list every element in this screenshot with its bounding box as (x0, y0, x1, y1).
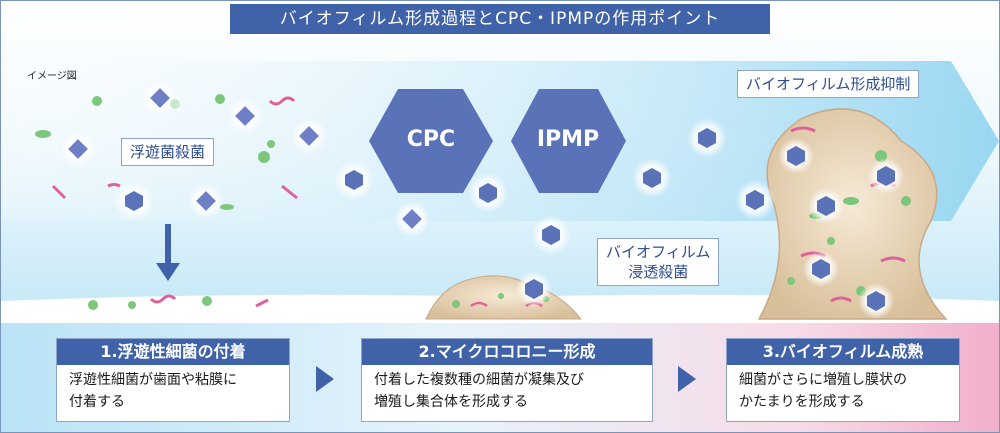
step-1-line2: 付着する (69, 394, 125, 410)
step-card-1: 1.浮遊性細菌の付着 浮遊性細菌が歯面や粘膜に 付着する (56, 338, 290, 422)
step-card-3: 3.バイオフィルム成熟 細菌がさらに増殖し膜状の かたまりを形成する (726, 338, 960, 422)
planktonic-kill-label: 浮遊菌殺菌 (121, 138, 215, 166)
ipmp-label: IPMP (537, 127, 599, 152)
down-arrow (156, 224, 180, 281)
step-1-line1: 浮遊性細菌が歯面や粘膜に (69, 372, 237, 388)
image-note: イメージ図 (27, 71, 77, 82)
step-arrow-1 (316, 366, 334, 392)
step-3-title: 3.バイオフィルム成熟 (727, 339, 959, 365)
step-1-title: 1.浮遊性細菌の付着 (57, 339, 289, 365)
step-card-2: 2.マイクロコロニー形成 付着した複数種の細菌が凝集及び 増殖し集合体を形成する (361, 338, 653, 422)
biofilm-penetrate-line1: バイオフィルム (606, 243, 711, 261)
biofilm-penetrate-line2: 浸透殺菌 (628, 263, 689, 281)
ipmp-hexagon (511, 89, 626, 193)
step-3-line1: 細菌がさらに増殖し膜状の (739, 372, 907, 388)
biofilm-penetrate-label: バイオフィルム 浸透殺菌 (597, 238, 720, 286)
biofilm-inhibit-label: バイオフィルム形成抑制 (737, 70, 920, 98)
step-3-desc: 細菌がさらに増殖し膜状の かたまりを形成する (727, 365, 959, 417)
step-1-desc: 浮遊性細菌が歯面や粘膜に 付着する (57, 365, 289, 417)
step-2-line2: 増殖し集合体を形成する (374, 394, 528, 410)
step-2-title: 2.マイクロコロニー形成 (362, 339, 652, 365)
step-3-line2: かたまりを形成する (739, 394, 865, 410)
diagram-title: バイオフィルム形成過程とCPC・IPMPの作用ポイント (230, 4, 770, 34)
step-2-line1: 付着した複数種の細菌が凝集及び (374, 372, 584, 388)
planktonic-bacteria (35, 94, 298, 310)
cpc-hexagon (369, 89, 493, 193)
step-2-desc: 付着した複数種の細菌が凝集及び 増殖し集合体を形成する (362, 365, 652, 417)
microcolony (425, 275, 583, 320)
diamond-particles (60, 80, 430, 237)
step-arrow-2 (678, 366, 696, 392)
cpc-label: CPC (407, 127, 455, 152)
agent-particles (114, 118, 904, 319)
